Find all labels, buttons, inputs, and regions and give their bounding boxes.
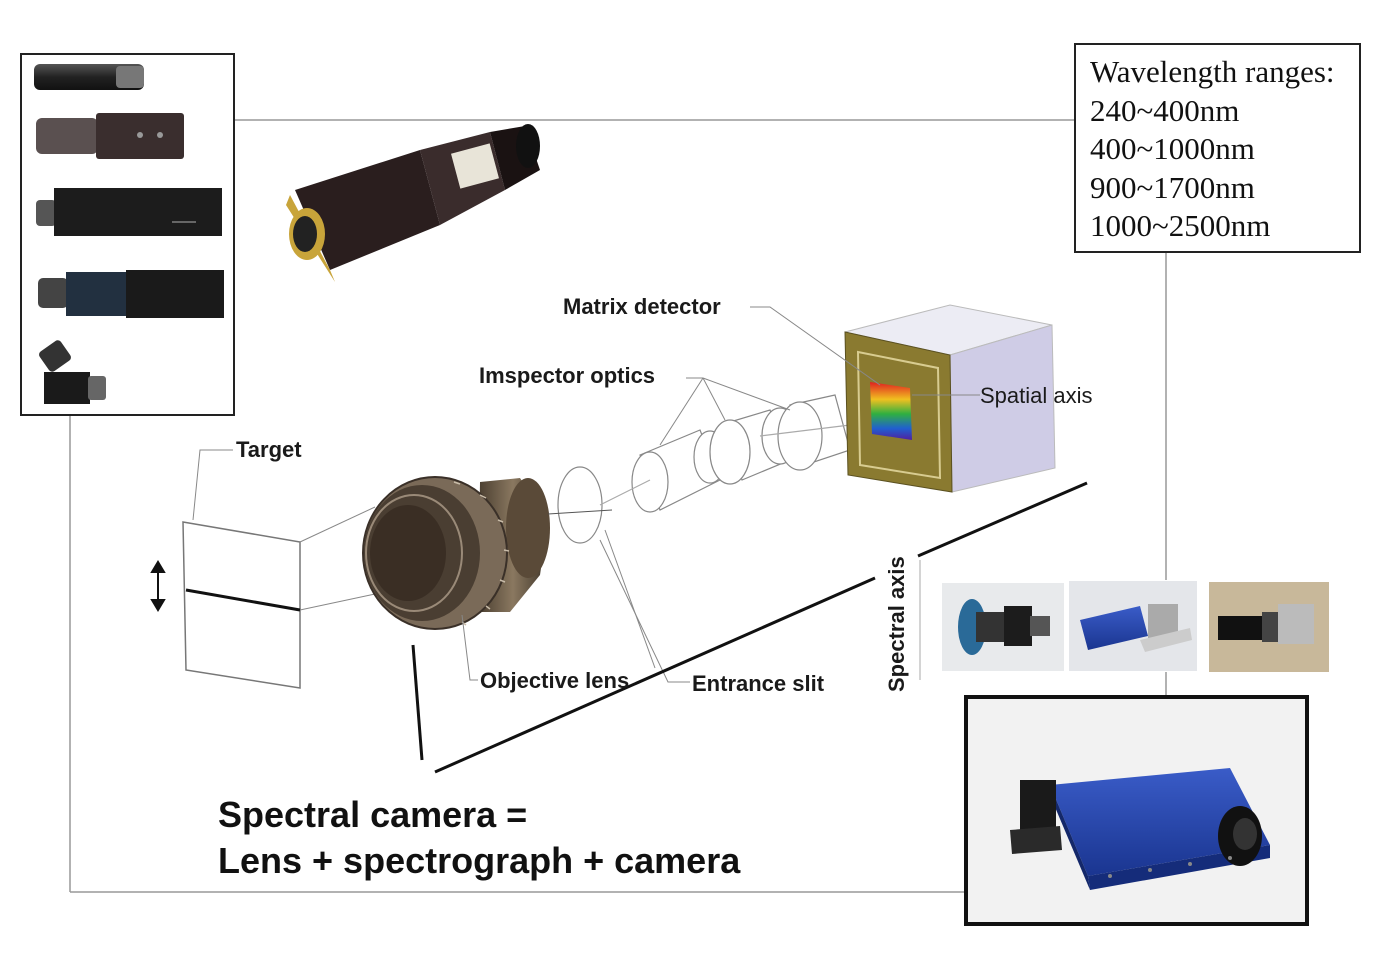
target-scan-line xyxy=(185,588,301,612)
camera-variant-1 xyxy=(34,64,144,90)
wavelength-range: 240~400nm xyxy=(1090,92,1240,128)
entrance-slit-leader xyxy=(599,539,690,683)
scan-direction-arrow xyxy=(150,560,166,612)
wavelength-range: 1000~2500nm xyxy=(1090,208,1271,243)
formula-line-1: Spectral camera = xyxy=(218,794,528,835)
camera-photo-small-2 xyxy=(1069,581,1197,671)
objective-lens-leader xyxy=(461,614,478,681)
wavelength-ranges-box: Wavelength ranges: 240~400nm 400~1000nm … xyxy=(1074,43,1361,253)
target-plane xyxy=(182,506,376,689)
wavelength-heading: Wavelength ranges: xyxy=(1090,54,1335,89)
camera-photo-small-3 xyxy=(1209,582,1329,672)
imspector-optics-leaders xyxy=(659,377,791,446)
target-label: Target xyxy=(236,437,302,462)
camera-variant-5 xyxy=(39,340,106,404)
entrance-slit xyxy=(547,466,613,544)
perspective-lines xyxy=(411,481,1088,774)
blue-camera-photo-large xyxy=(964,695,1309,926)
entrance-slit-leader-2 xyxy=(604,529,656,669)
wavelength-range: 900~1700nm xyxy=(1090,169,1255,205)
camera-variants-panel xyxy=(20,53,235,416)
wavelength-range: 400~1000nm xyxy=(1090,131,1255,166)
matrix-detector-leader xyxy=(750,306,881,386)
spatial-axis-label: Spatial axis xyxy=(980,383,1093,408)
matrix-detector-label: Matrix detector xyxy=(563,294,721,319)
objective-lens xyxy=(362,476,550,630)
frame-lines xyxy=(69,119,1167,893)
spectral-axis-label: Spectral axis xyxy=(884,556,909,692)
camera-variant-4 xyxy=(38,270,224,318)
target-leader xyxy=(192,449,233,521)
camera-variant-2 xyxy=(36,113,184,159)
spectral-camera-photo-top xyxy=(286,124,540,282)
formula-line-2: Lens + spectrograph + camera xyxy=(218,840,741,881)
entrance-slit-label: Entrance slit xyxy=(692,671,825,696)
matrix-detector-cube xyxy=(844,304,1056,493)
camera-variant-3 xyxy=(36,188,222,236)
objective-lens-label: Objective lens xyxy=(480,668,629,693)
spectral-camera-formula: Spectral camera = Lens + spectrograph + … xyxy=(218,792,740,884)
imspector-optics xyxy=(599,394,851,513)
camera-photo-small-1 xyxy=(942,583,1064,671)
imspector-optics-label: Imspector optics xyxy=(479,363,655,388)
